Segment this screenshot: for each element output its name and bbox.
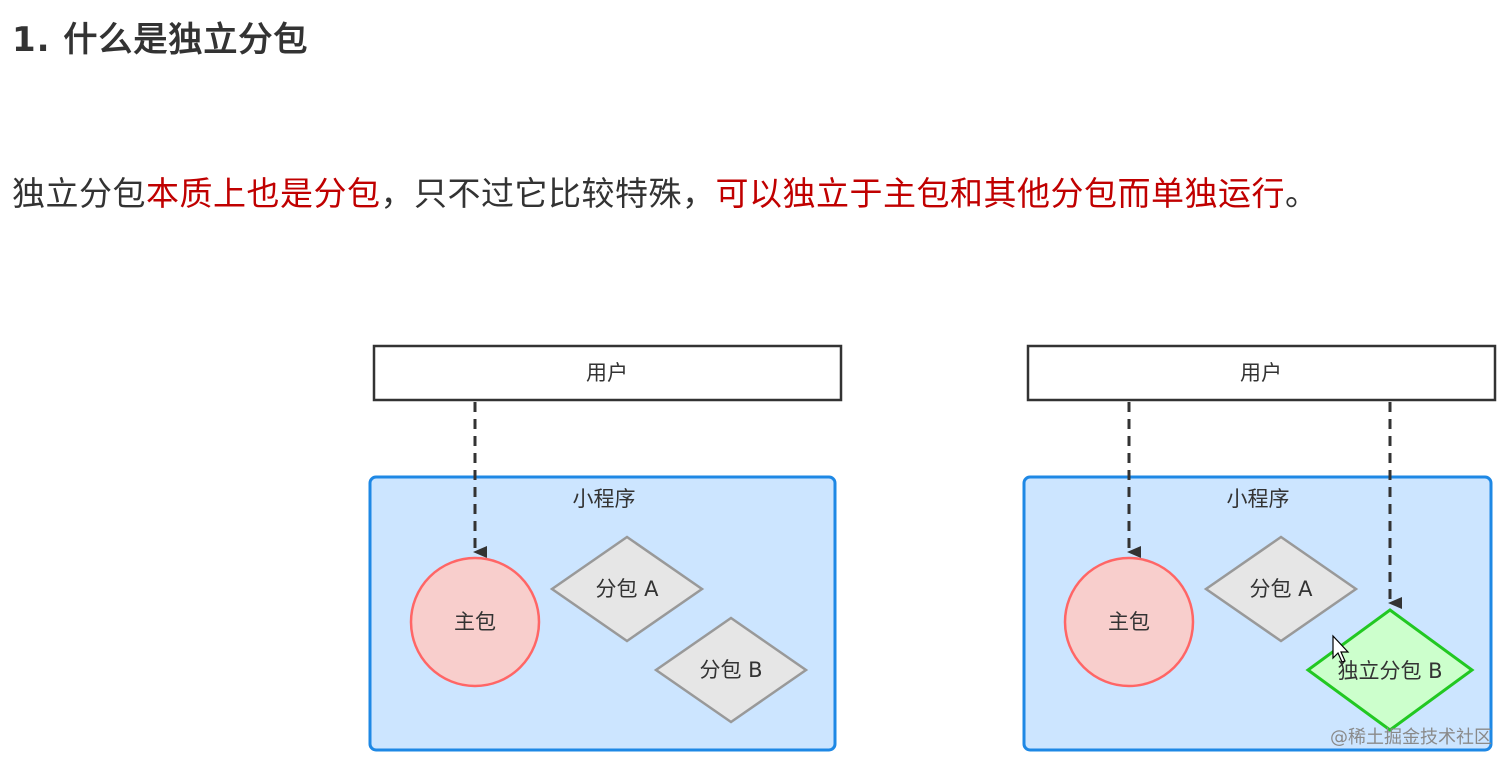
para-text-3: 。	[1285, 174, 1319, 213]
diagram-right: 用户 小程序 主包 分包 A 独立分包 B	[1022, 344, 1497, 752]
user-label-left: 用户	[586, 361, 628, 385]
main-package-label-right: 主包	[1108, 610, 1150, 634]
section-heading: 1. 什么是独立分包	[12, 20, 309, 60]
para-text-2: ，只不过它比较特殊，	[380, 174, 716, 213]
app-label-left: 小程序	[573, 487, 636, 511]
subpackage-a-left	[549, 535, 705, 643]
mouse-cursor-icon	[1332, 634, 1350, 663]
diagram-left: 用户 小程序 主包 分包 A 分包 B	[368, 344, 843, 752]
para-emphasis-1: 本质上也是分包	[146, 174, 381, 213]
subpackage-b-left	[653, 616, 809, 724]
watermark: @稀土掘金技术社区	[1330, 727, 1492, 748]
user-box-left	[372, 344, 843, 402]
description-paragraph: 独立分包本质上也是分包，只不过它比较特殊，可以独立于主包和其他分包而单独运行。	[12, 170, 1319, 218]
subpackage-a-label-right: 分包 A	[1249, 577, 1313, 601]
independent-subpackage-b-label-right: 独立分包 B	[1337, 659, 1442, 683]
user-label-right: 用户	[1240, 361, 1282, 385]
para-emphasis-2: 可以独立于主包和其他分包而单独运行	[715, 174, 1285, 213]
subpackage-b-label-left: 分包 B	[699, 658, 762, 682]
main-package-left	[409, 556, 541, 688]
para-text-1: 独立分包	[12, 174, 146, 213]
subpackage-a-right	[1203, 535, 1359, 643]
app-label-right: 小程序	[1227, 487, 1290, 511]
main-package-right	[1063, 556, 1195, 688]
user-box-right	[1026, 344, 1497, 402]
subpackage-a-label-left: 分包 A	[595, 577, 659, 601]
main-package-label-left: 主包	[454, 610, 496, 634]
